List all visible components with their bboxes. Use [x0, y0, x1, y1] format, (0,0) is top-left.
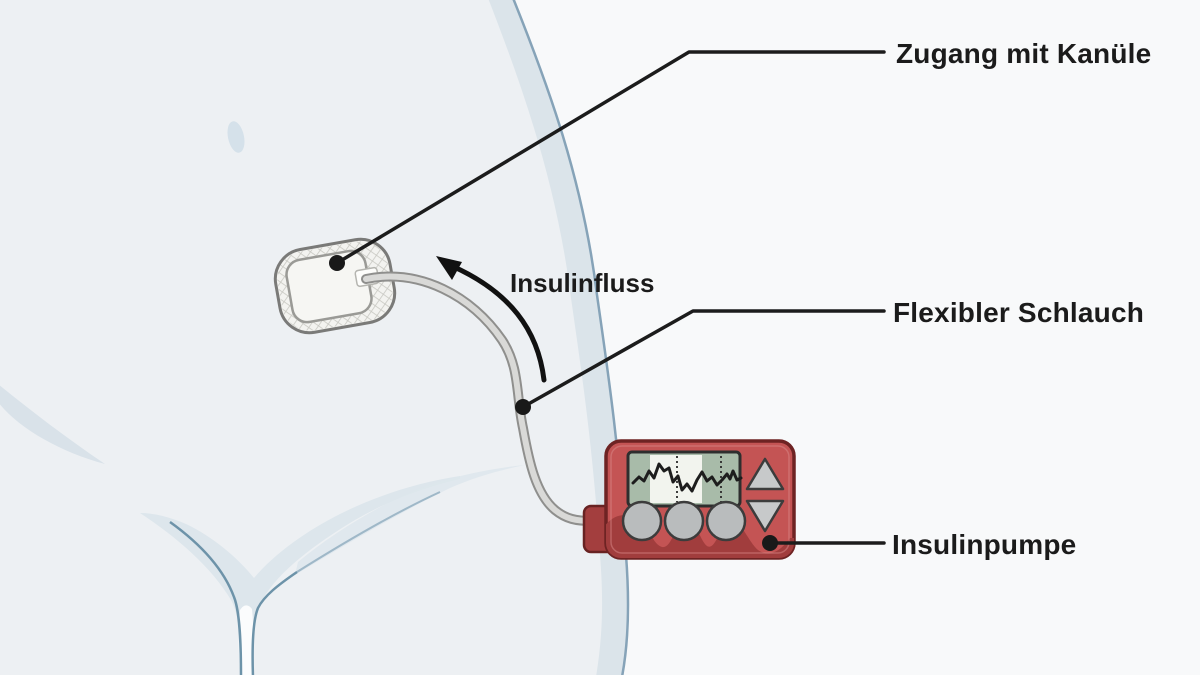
anchor-dot-cannula: [329, 255, 345, 271]
body-illustration: [0, 0, 630, 675]
left-leg-crease-line: [169, 520, 243, 675]
body-outline: [512, 0, 630, 675]
callout-lines: [335, 50, 886, 545]
leader-line-tube: [521, 309, 886, 409]
round-button-2[interactable]: [663, 500, 705, 542]
anchor-dots: [329, 255, 778, 551]
navel: [227, 121, 245, 153]
body-shade-band: [488, 0, 629, 675]
anchor-dot-tube: [515, 399, 531, 415]
anchor-dot-pump: [762, 535, 778, 551]
pump-screen: [626, 450, 743, 508]
flow-arrow-icon: [436, 256, 547, 383]
leader-line-cannula: [335, 50, 886, 265]
right-leg-crease-line: [251, 570, 298, 675]
label-cannula-access: Zugang mit Kanüle: [896, 38, 1152, 69]
body-torso: [0, 0, 629, 675]
flow-arrow-curve: [449, 263, 547, 383]
up-arrow-button[interactable]: [745, 457, 785, 491]
round-button-1[interactable]: [621, 500, 663, 542]
glucose-trend-graph: [631, 462, 743, 493]
label-flexible-tube: Flexibler Schlauch: [893, 297, 1145, 328]
flow-arrow-head: [436, 256, 462, 280]
leg-gap: [238, 605, 254, 675]
thigh-line: [296, 491, 441, 573]
down-arrow-button[interactable]: [745, 499, 785, 533]
infusion-patch: [273, 237, 397, 335]
label-insulin-pump: Insulinpumpe: [892, 529, 1077, 560]
label-insulin-flow: Insulinfluss: [510, 268, 655, 298]
round-button-3[interactable]: [705, 500, 747, 542]
pump-bottom-band: [606, 515, 794, 558]
pump-bevel: [610, 445, 790, 554]
insulin-pump: [582, 439, 796, 560]
